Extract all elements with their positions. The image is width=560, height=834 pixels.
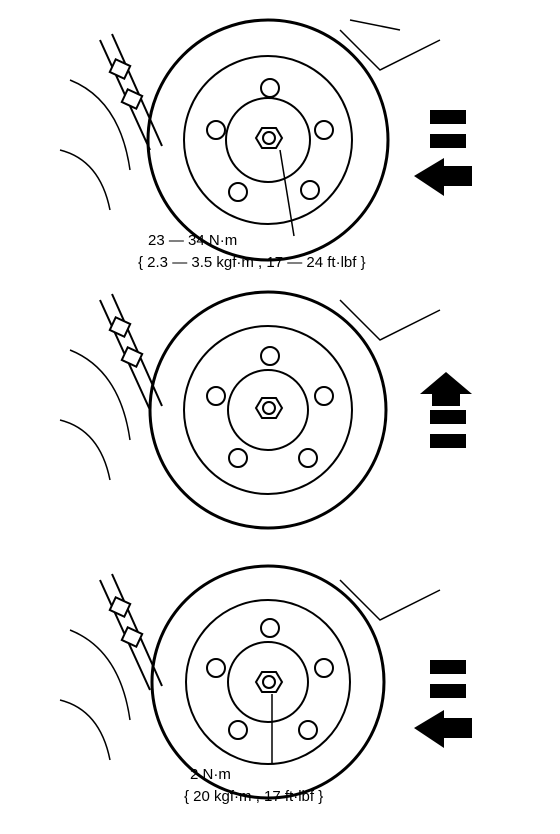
wheel-diagram-1 [59,18,472,262]
wheel-diagram-2 [59,290,472,530]
torque-spec-main-3: 2 N·m [190,766,231,783]
torque-spec-sub-3: { 20 kgf·m , 17 ft·lbf } [184,788,324,805]
torque-spec-sub-1: { 2.3 — 3.5 kgf·m , 17 — 24 ft·lbf } [138,254,366,271]
panel-1: 23 — 34 N·m { 2.3 — 3.5 kgf·m , 17 — 24 … [0,0,560,280]
torque-spec-main-1: 23 — 34 N·m [148,232,238,249]
panel-3: 2 N·m { 20 kgf·m , 17 ft·lbf } [0,560,560,834]
wheel-diagram-3 [59,564,472,800]
panel-2 [0,280,560,540]
